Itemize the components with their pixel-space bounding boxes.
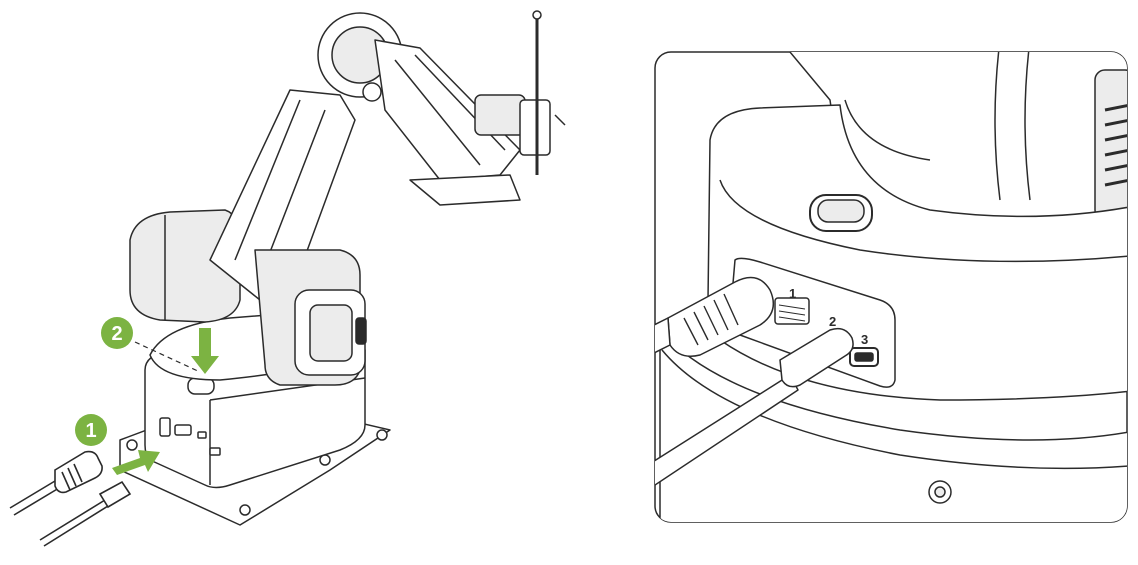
power-cable: [9, 477, 61, 509]
detail-usb-cable: [655, 374, 799, 496]
detail-base-plate: [659, 329, 1127, 522]
pen-screw: [554, 114, 566, 126]
pen-holder: [519, 99, 551, 156]
pen-cap: [532, 10, 542, 20]
usb-plug: [98, 480, 132, 509]
side-servo-vent: [355, 317, 367, 345]
detail-usb-plug: [779, 327, 854, 388]
step-2-guide-line: [134, 341, 201, 373]
port-label-1: 1: [789, 286, 796, 301]
shoulder-block: [129, 209, 241, 323]
forearm-foot: [409, 174, 521, 206]
base-screw-hole: [239, 504, 251, 516]
step-2-badge-icon: 2: [101, 317, 133, 349]
side-servo-face: [309, 304, 353, 362]
base-port-3: [209, 447, 221, 456]
step-2-number: 2: [111, 323, 122, 345]
port-label-3: 3: [861, 332, 868, 347]
detail-power-cable: [655, 317, 671, 361]
arrow-down-icon: [191, 328, 219, 374]
usb-cable: [39, 499, 106, 541]
top-joint-pin: [362, 82, 382, 102]
arrow-right-icon: [112, 450, 160, 475]
cables-left: [9, 450, 132, 547]
end-effector: [474, 94, 526, 136]
step-1-badge-icon: 1: [75, 414, 107, 446]
robot-arm-illustration: [119, 10, 566, 526]
base-screw-hole: [376, 429, 388, 441]
base-port-2: [197, 431, 207, 439]
base-screw-hole: [126, 439, 138, 451]
base-port-1: [174, 424, 192, 436]
base-power-port: [159, 417, 171, 437]
port-label-2: 2: [829, 314, 836, 329]
detail-panel: 1 2 3: [654, 51, 1128, 523]
step-1-number: 1: [85, 420, 96, 442]
